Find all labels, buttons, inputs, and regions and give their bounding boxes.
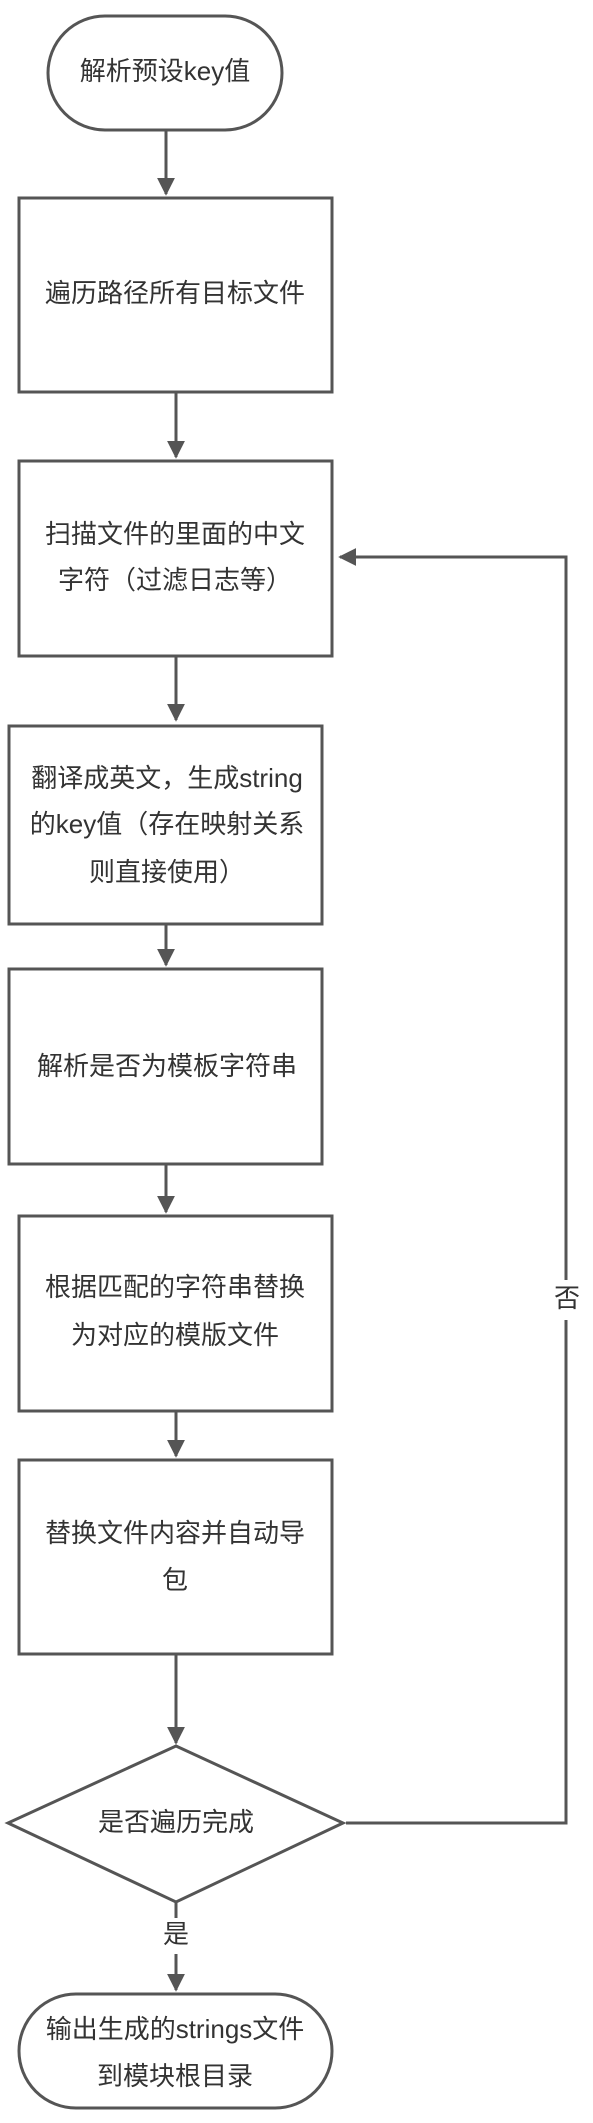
node-decision-label: 是否遍历完成 <box>98 1807 254 1837</box>
node-replace-template <box>17 1214 334 1413</box>
node-start <box>46 14 284 132</box>
node-traverse-label: 遍历路径所有目标文件 <box>45 278 305 308</box>
node-scan-line-1: 扫描文件的里面的中文 <box>45 519 305 549</box>
node-output-line-1: 输出生成的strings文件 <box>46 2014 305 2044</box>
node-traverse <box>17 196 334 394</box>
node-start-label: 解析预设key值 <box>80 56 250 86</box>
edge-label-no: 否 <box>554 1283 580 1313</box>
node-decision <box>4 1744 347 1904</box>
node-replace-content-line-1: 替换文件内容并自动导 <box>45 1518 305 1548</box>
edge-decision-loop-back-to-scan <box>338 548 568 1825</box>
node-replace-template-line-1: 根据匹配的字符串替换 <box>45 1272 305 1302</box>
node-translate-line-2: 的key值（存在映射关系 <box>30 809 304 839</box>
node-scan-line-2: 字符（过滤日志等） <box>58 565 292 595</box>
edge-label-yes: 是 <box>163 1919 189 1949</box>
node-translate <box>7 724 324 926</box>
node-scan <box>17 459 334 658</box>
node-replace-template-line-2: 为对应的模版文件 <box>71 1320 279 1350</box>
node-translate-line-1: 翻译成英文，生成string <box>31 763 303 793</box>
node-parse-template-label: 解析是否为模板字符串 <box>37 1051 297 1081</box>
node-replace-content-line-2: 包 <box>162 1565 188 1595</box>
node-output <box>17 1992 334 2110</box>
node-translate-line-3: 则直接使用） <box>89 857 245 887</box>
node-output-line-2: 到模块根目录 <box>97 2061 253 2091</box>
node-parse-template <box>7 967 324 1166</box>
node-replace-content <box>17 1458 334 1656</box>
